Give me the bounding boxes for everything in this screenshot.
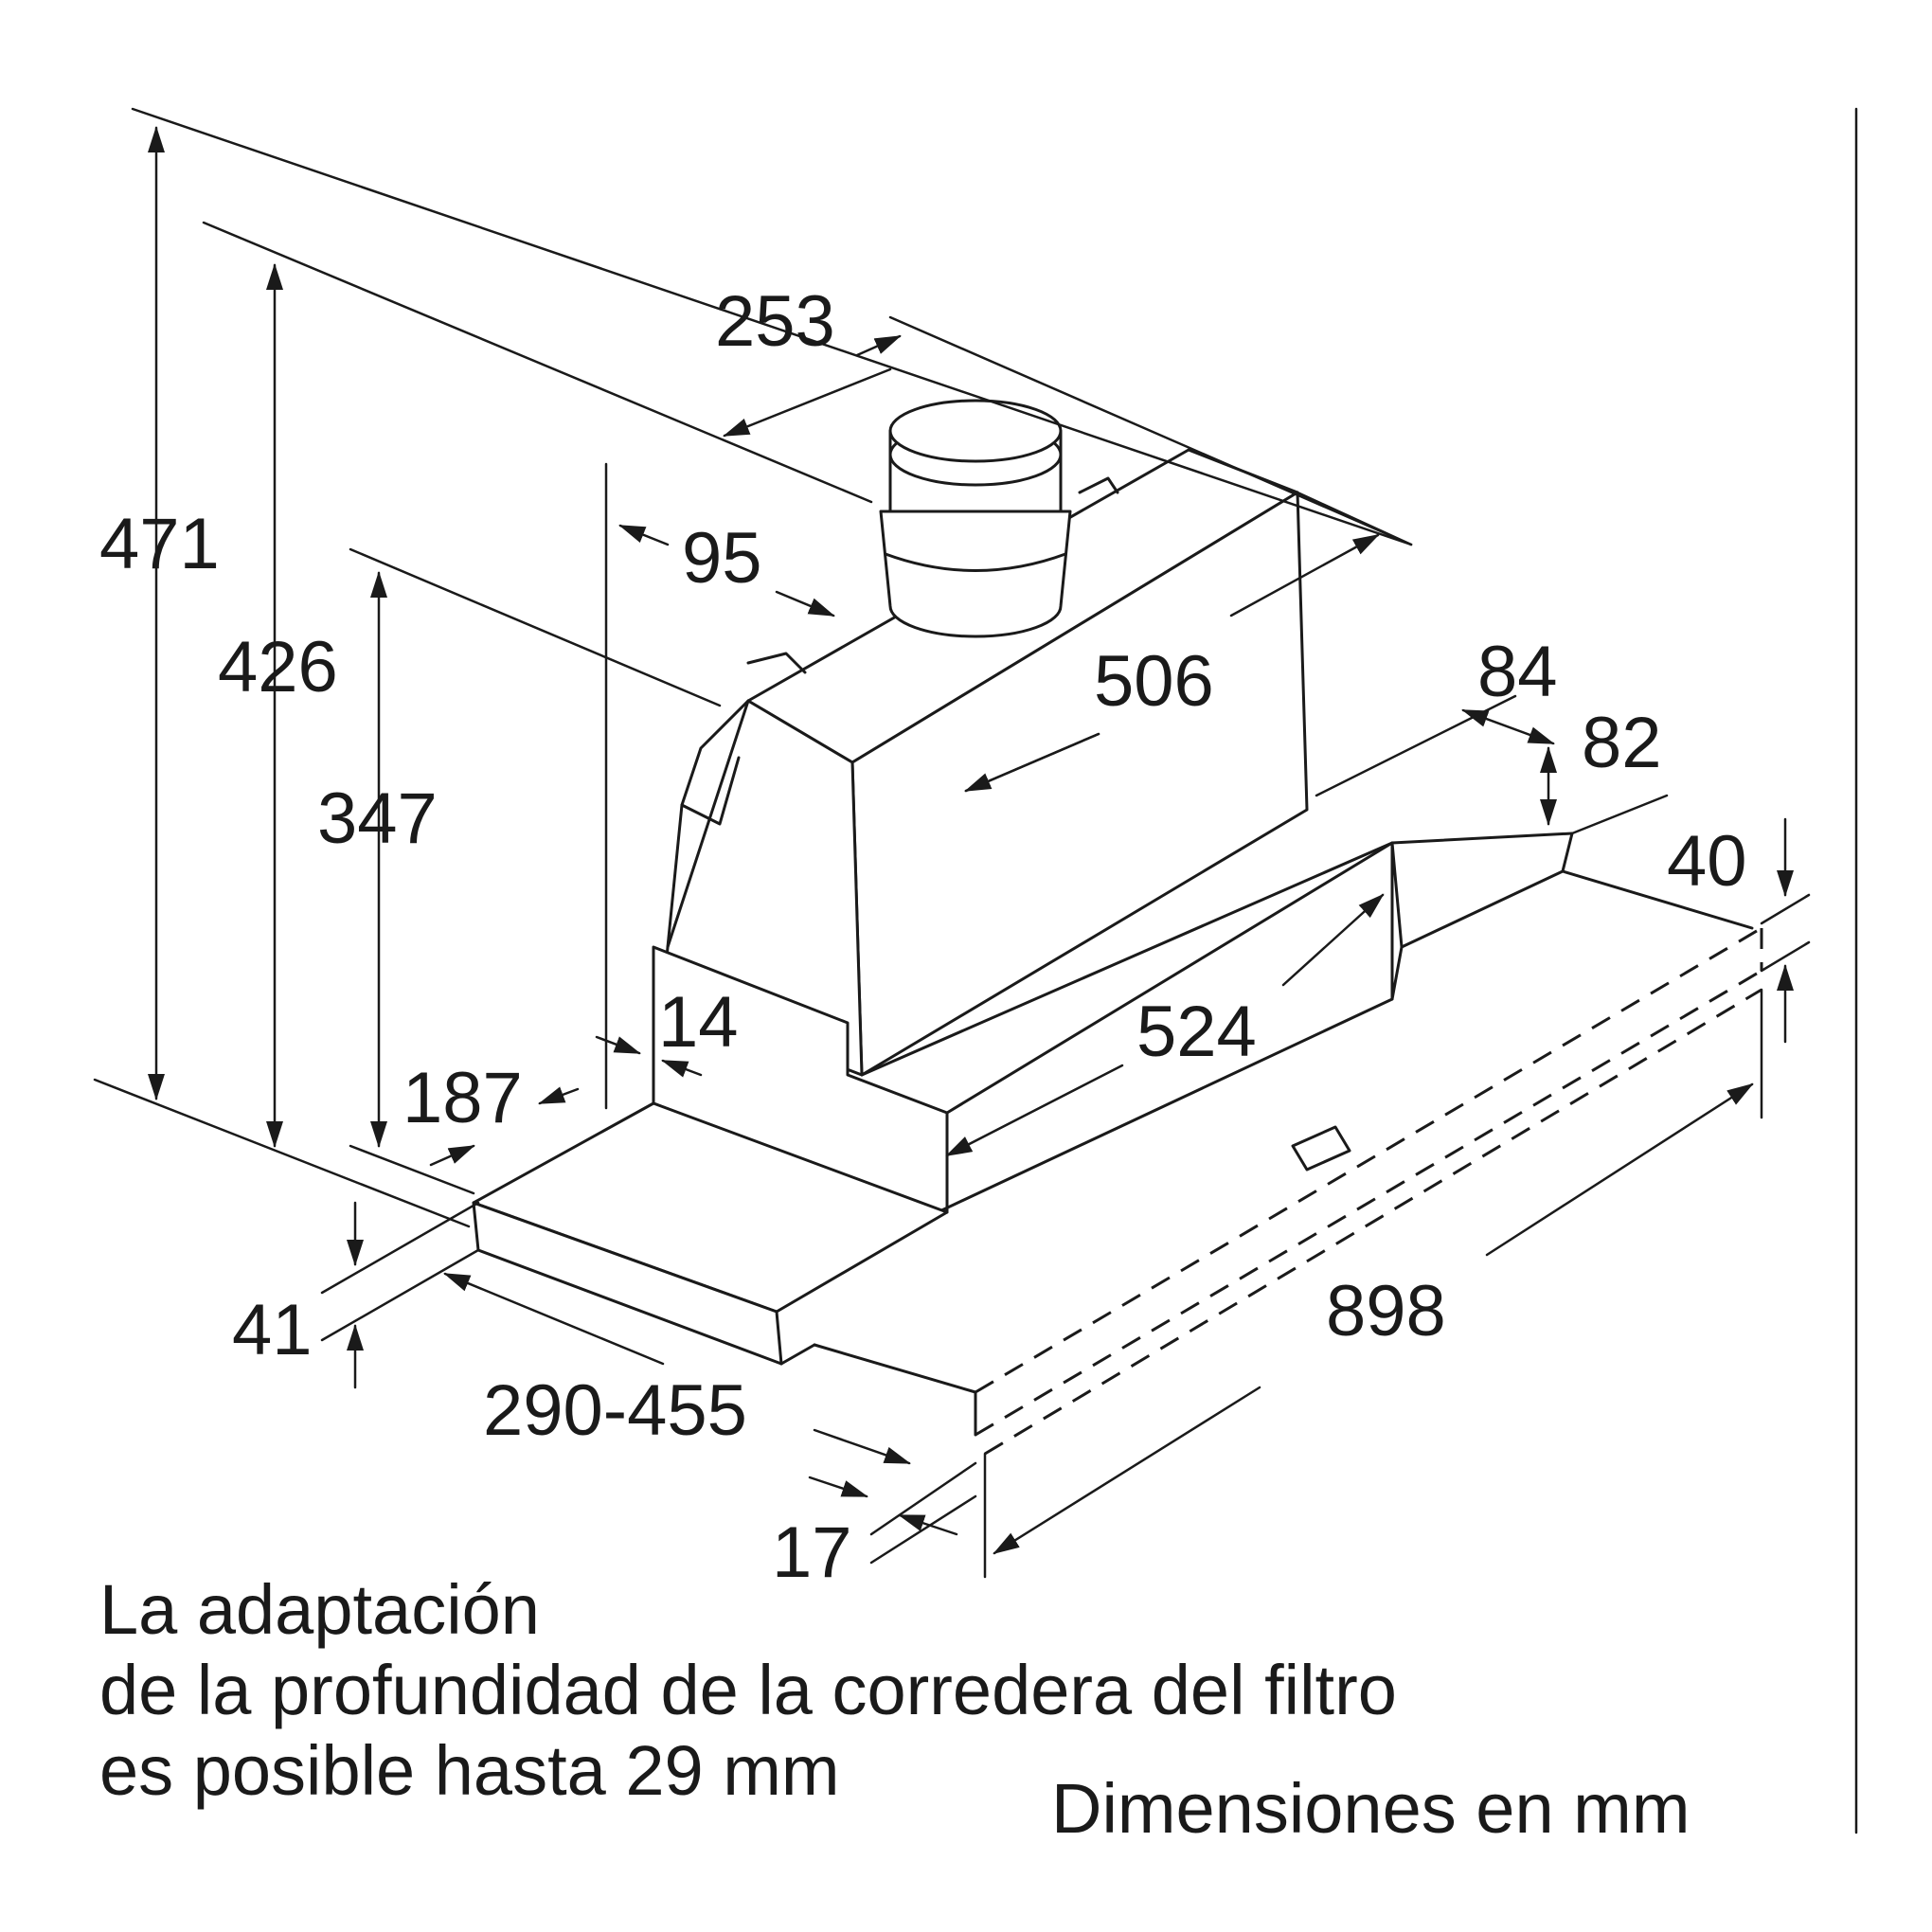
dim-898: 898 [1326, 1271, 1446, 1351]
dim-524: 524 [1136, 992, 1257, 1072]
note-line-1: La adaptación [99, 1570, 540, 1649]
dim-253: 253 [715, 281, 835, 362]
dim-40: 40 [1667, 821, 1747, 902]
dimension-arrows [148, 126, 1794, 1555]
note-line-3: es posible hasta 29 mm [99, 1731, 840, 1810]
units-note: Dimensiones en mm [1051, 1769, 1690, 1848]
dim-14: 14 [658, 982, 739, 1063]
dim-471: 471 [99, 504, 220, 584]
dim-17: 17 [772, 1512, 852, 1593]
dim-506: 506 [1094, 641, 1214, 722]
hood-outline [472, 448, 1763, 1456]
dim-41: 41 [232, 1290, 313, 1370]
dim-84: 84 [1477, 632, 1558, 712]
dim-82: 82 [1582, 703, 1662, 783]
dim-290-455: 290-455 [483, 1370, 747, 1451]
dim-347: 347 [317, 778, 438, 859]
extension-lines [93, 107, 1858, 1834]
duct-collar [879, 399, 1072, 638]
dim-95: 95 [682, 518, 762, 599]
note-line-2: de la profundidad de la corredera del fi… [99, 1651, 1397, 1729]
mounting-brackets [666, 476, 1119, 949]
dim-187: 187 [402, 1058, 523, 1138]
dim-426: 426 [218, 627, 338, 707]
